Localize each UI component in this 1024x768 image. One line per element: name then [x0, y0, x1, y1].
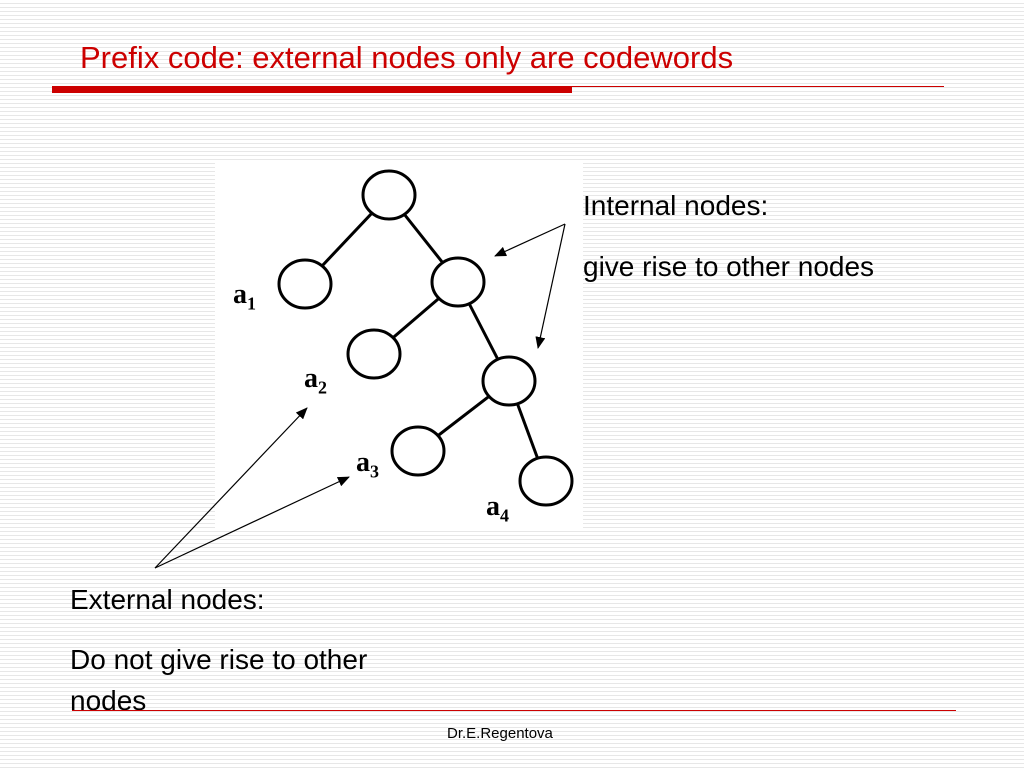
- external-nodes-description-line2: nodes: [70, 685, 147, 716]
- arrow-external-to-a2: [154, 407, 308, 569]
- tree-node-a1: [277, 258, 333, 310]
- title-underline-thick: [52, 86, 572, 93]
- tree-nodes: [277, 169, 574, 507]
- internal-nodes-description: give rise to other nodes: [583, 251, 875, 282]
- arrow-internal-to-node-2: [535, 223, 566, 349]
- external-nodes-heading: External nodes:: [70, 584, 265, 615]
- annotation-arrows: [154, 223, 566, 569]
- internal-nodes-heading: Internal nodes:: [583, 190, 769, 221]
- tree-node-root: [361, 169, 417, 221]
- tree-node-a3: [390, 425, 446, 477]
- arrow-internal-to-node-1: [494, 223, 566, 257]
- tree-node-n2: [481, 355, 537, 407]
- label-a3: a3: [356, 447, 379, 482]
- label-a2: a2: [304, 363, 327, 398]
- external-nodes-description-line1: Do not give rise to other: [70, 644, 368, 675]
- title-underline-thin: [572, 86, 944, 87]
- tree-node-a4: [518, 455, 574, 507]
- tree-node-a2: [346, 328, 402, 380]
- footer-author: Dr.E.Regentova: [447, 725, 553, 742]
- arrow-external-to-a3: [154, 476, 350, 569]
- label-a4: a4: [486, 491, 509, 526]
- label-a1: a1: [233, 279, 256, 314]
- footer-divider: [72, 710, 956, 711]
- slide-title: Prefix code: external nodes only are cod…: [80, 40, 734, 75]
- tree-node-n1: [430, 256, 486, 308]
